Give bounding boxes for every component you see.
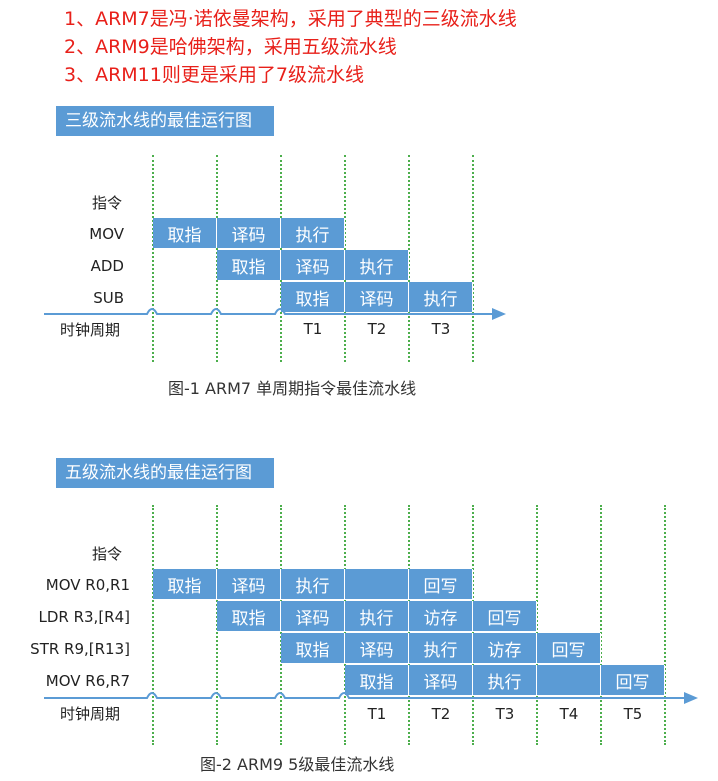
instruction-label: ADD [90, 257, 124, 275]
stage-execute: 执行 [473, 665, 537, 695]
cycle-guide [472, 155, 474, 362]
stage-fetch: 取指 [153, 569, 217, 599]
cycle-guide [152, 505, 154, 745]
diagram2-caption: 图-2 ARM9 5级最佳流水线 [200, 755, 395, 774]
instruction-label: MOV R6,R7 [45, 672, 130, 690]
stage-fetch: 取指 [281, 282, 345, 312]
tick-label: T3 [495, 705, 515, 723]
stage-execute: 执行 [409, 282, 473, 312]
stage-fetch: 取指 [345, 665, 409, 695]
instruction-header: 指令 [91, 545, 122, 563]
instruction-label: STR R9,[R13] [30, 640, 130, 658]
instruction-label: LDR R3,[R4] [38, 608, 130, 626]
stage-execute: 执行 [281, 218, 345, 248]
stage-fetch: 取指 [217, 250, 281, 280]
cycle-guide [664, 505, 666, 745]
stage-decode: 译码 [345, 633, 409, 663]
stage-empty [345, 569, 409, 599]
cycle-guide [600, 505, 602, 745]
tick-label: T1 [367, 705, 387, 723]
tick-label: T1 [303, 320, 323, 338]
headline-2: 2、ARM9是哈佛架构，采用五级流水线 [64, 36, 397, 58]
stage-fetch: 取指 [153, 218, 217, 248]
diagram2-banner: 五级流水线的最佳运行图 [56, 458, 274, 488]
diagram1-caption: 图-1 ARM7 单周期指令最佳流水线 [168, 379, 417, 398]
stage-empty [537, 665, 601, 695]
cycle-guide [152, 155, 154, 362]
stage-fetch: 取指 [281, 633, 345, 663]
tick-label: T5 [623, 705, 643, 723]
clock-label: 时钟周期 [59, 321, 120, 339]
stage-decode: 译码 [217, 218, 281, 248]
stage-execute: 执行 [345, 250, 409, 280]
cycle-guide [536, 505, 538, 745]
tick-label: T2 [367, 320, 387, 338]
headline-3: 3、ARM11则更是采用了7级流水线 [64, 64, 364, 86]
stage-execute: 执行 [345, 601, 409, 631]
headline-1: 1、ARM7是冯·诺依曼架构，采用了典型的三级流水线 [64, 8, 517, 30]
stage-execute: 执行 [281, 569, 345, 599]
stage-decode: 译码 [409, 665, 473, 695]
stage-writeback: 回写 [473, 601, 537, 631]
tick-label: T3 [431, 320, 451, 338]
stage-decode: 译码 [217, 569, 281, 599]
stage-writeback: 回写 [601, 665, 665, 695]
stage-memory: 访存 [409, 601, 473, 631]
instruction-header: 指令 [91, 194, 122, 212]
clock-axis [44, 692, 698, 704]
clock-label: 时钟周期 [59, 705, 120, 723]
tick-label: T2 [431, 705, 451, 723]
stage-fetch: 取指 [217, 601, 281, 631]
cycle-guide [408, 155, 410, 362]
diagram1-banner: 三级流水线的最佳运行图 [56, 106, 274, 136]
stage-decode: 译码 [345, 282, 409, 312]
instruction-label: MOV [89, 225, 124, 243]
instruction-label: MOV R0,R1 [45, 576, 130, 594]
stage-execute: 执行 [409, 633, 473, 663]
stage-decode: 译码 [281, 250, 345, 280]
tick-label: T4 [559, 705, 579, 723]
stage-writeback: 回写 [409, 569, 473, 599]
stage-writeback: 回写 [537, 633, 601, 663]
stage-memory: 访存 [473, 633, 537, 663]
axis-arrow-icon [684, 692, 698, 704]
instruction-label: SUB [93, 289, 124, 307]
clock-axis [44, 308, 506, 320]
axis-arrow-icon [492, 308, 506, 320]
stage-decode: 译码 [281, 601, 345, 631]
